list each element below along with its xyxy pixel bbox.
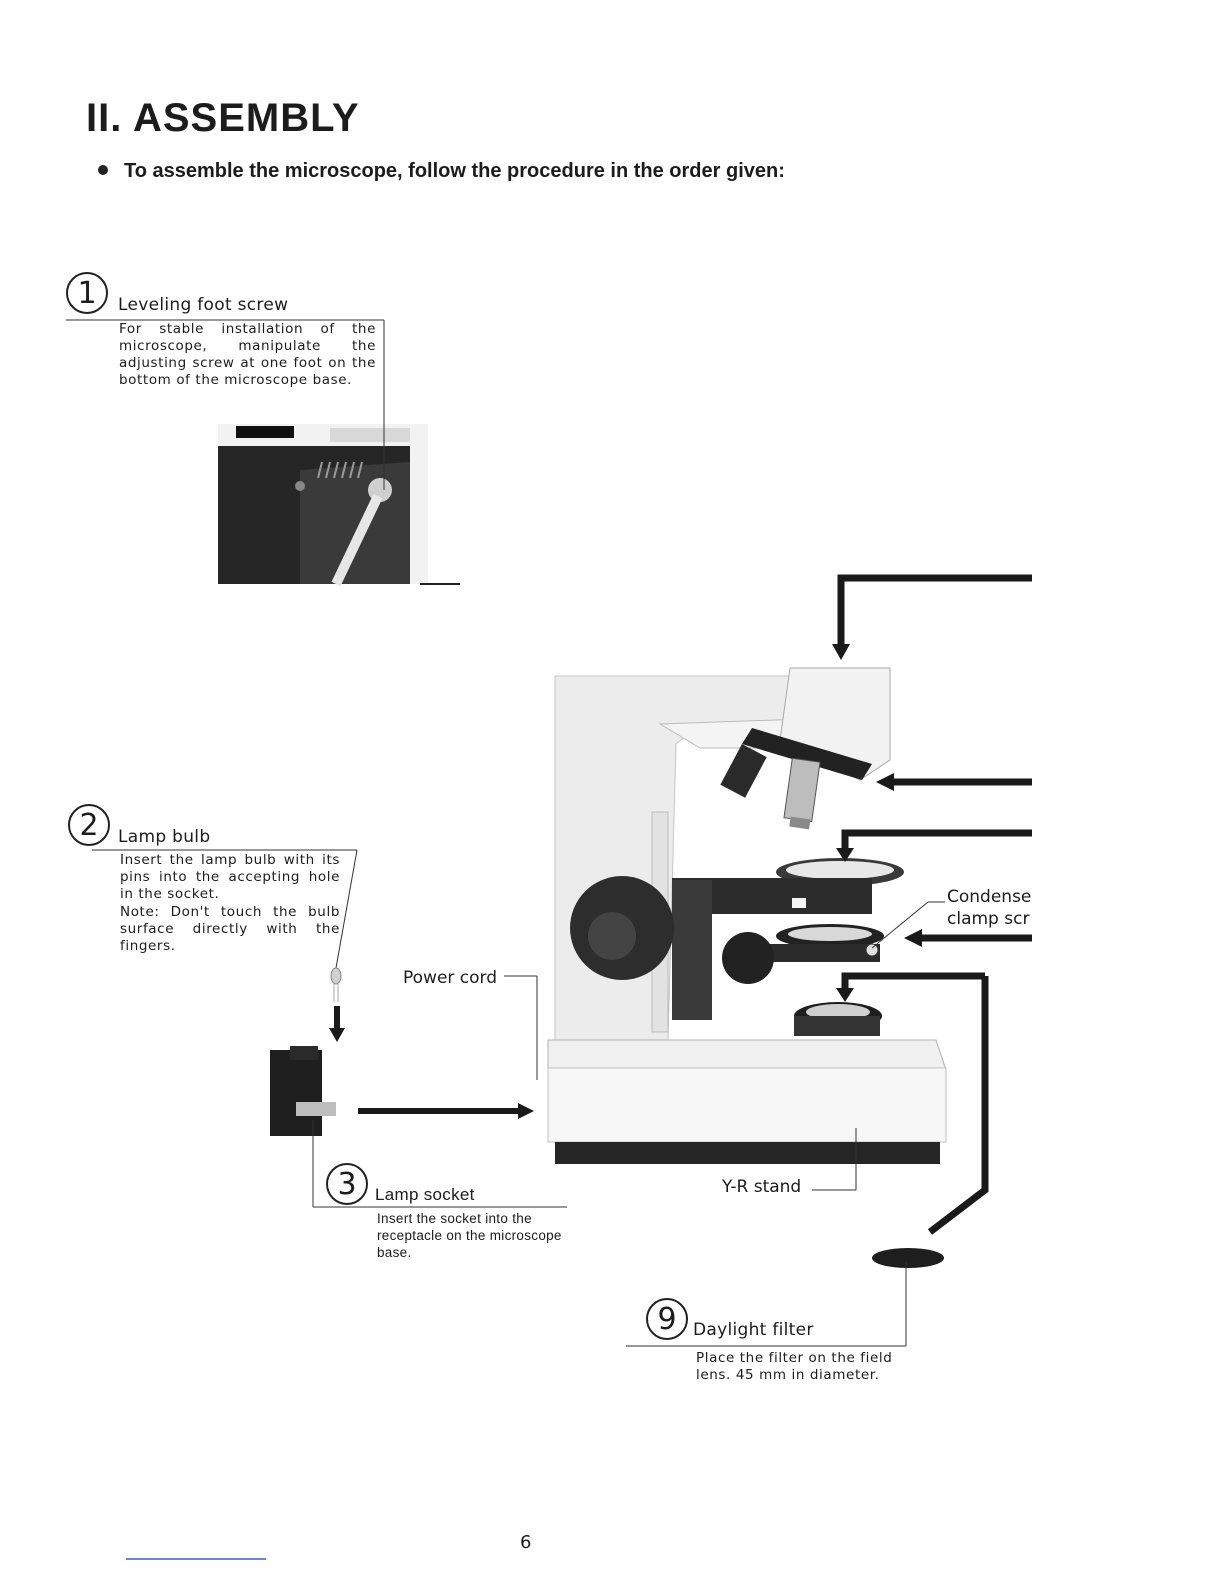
microscope-photo bbox=[547, 667, 947, 1164]
page-number: 6 bbox=[520, 1532, 532, 1553]
step-description-lamp-socket: Insert the socket into the receptacle on… bbox=[377, 1211, 562, 1260]
lamp-socket-photo bbox=[270, 1046, 336, 1136]
step-number-9: 9 bbox=[646, 1298, 688, 1340]
condenser-label-line1: Condense bbox=[947, 887, 1032, 907]
bullet-icon bbox=[98, 164, 108, 175]
leveling-foot-photo bbox=[218, 424, 460, 587]
step-title-lamp-socket: Lamp socket bbox=[375, 1185, 475, 1204]
condenser-label-line2: clamp scr bbox=[947, 909, 1030, 929]
step-title-leveling-foot-screw: Leveling foot screw bbox=[118, 295, 289, 315]
page-title: II. ASSEMBLY bbox=[86, 96, 360, 140]
step-number-2: 2 bbox=[68, 804, 110, 846]
step-title-lamp-bulb: Lamp bulb bbox=[118, 827, 211, 847]
step-note-lamp-bulb: Note: Don't touch the bulb surface direc… bbox=[120, 904, 340, 954]
lamp-bulb-photo bbox=[330, 967, 342, 1002]
step-number-1: 1 bbox=[66, 272, 108, 314]
step-number-3: 3 bbox=[326, 1163, 368, 1205]
step-description-lamp-bulb: Insert the lamp bulb with its pins into … bbox=[120, 852, 340, 902]
intro-label: To assemble the microscope, follow the p… bbox=[124, 160, 785, 182]
power-cord-label: Power cord bbox=[403, 968, 498, 988]
step-description-leveling: For stable installation of the microscop… bbox=[119, 321, 376, 388]
step-title-daylight-filter: Daylight filter bbox=[693, 1320, 814, 1340]
stand-label: Y-R stand bbox=[722, 1177, 802, 1197]
intro-text: To assemble the microscope, follow the p… bbox=[98, 160, 785, 183]
step-description-daylight-filter: Place the filter on the field lens. 45 m… bbox=[696, 1350, 893, 1383]
